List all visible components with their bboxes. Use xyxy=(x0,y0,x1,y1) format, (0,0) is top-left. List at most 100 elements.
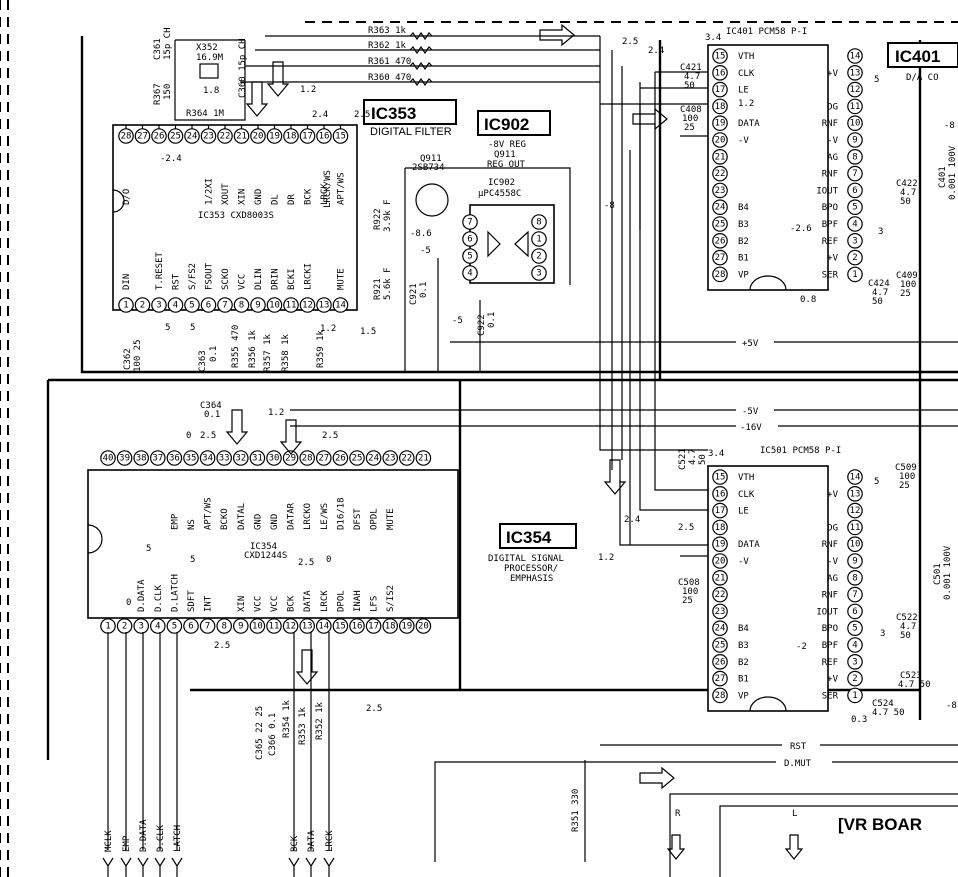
ic401-pin-right-5-circle xyxy=(847,132,863,148)
ic354-bottom-label-10: VCC xyxy=(270,596,280,612)
ic353-pin-bottom-0: 1 xyxy=(118,297,134,313)
ic501-right-label-1: +V xyxy=(827,490,838,500)
r352-label: R352 1k xyxy=(315,701,325,740)
ic401-pin-left-13-number: 28 xyxy=(715,270,726,280)
ic353-bottom-label-9: DRIN xyxy=(271,268,281,290)
v-2-5-d: 2.5 xyxy=(322,431,338,441)
v-3-b: 3 xyxy=(880,629,885,639)
ic401-left-label-2: LE xyxy=(738,86,749,96)
r355-label: R355 470 xyxy=(231,325,241,368)
ic354-pin-bottom-7-number: 8 xyxy=(221,622,226,632)
v-2-5-f: 2.5 xyxy=(214,641,230,651)
connector-latch: LATCH xyxy=(173,825,183,852)
ic353-pin-bottom-6-number: 7 xyxy=(222,301,227,311)
ic501-pin-right-6-number: 8 xyxy=(852,573,857,583)
ic353-pin-bottom-4-circle xyxy=(184,297,200,313)
ic353-pin-bottom-3-circle xyxy=(167,297,184,313)
ic354-pin-top-18-circle xyxy=(398,450,415,466)
ic353-pin-bottom-7-number: 8 xyxy=(239,301,244,311)
ic401-pin-right-13-number: 1 xyxy=(852,270,857,280)
ic501-pin-right-4-circle xyxy=(847,536,863,552)
c362-value: 100 25 xyxy=(133,339,143,372)
ic501-pin-right-12: 2 xyxy=(847,670,863,687)
ic501-pin-left-2: 17 xyxy=(712,502,728,519)
ic354-bottom-label-17: S/IS2 xyxy=(386,585,396,612)
ic354-pin-top-18: 22 xyxy=(398,450,415,466)
ic501-pin-left-10-circle xyxy=(712,637,728,653)
ic353-pin-top-10-number: 18 xyxy=(286,132,297,142)
ic353-pin-bottom-13-circle xyxy=(332,297,349,313)
v-1-2-a: 1.2 xyxy=(738,99,754,109)
hollow-arrow-up-2 xyxy=(245,81,269,117)
ic353-pin-bottom-0-circle xyxy=(118,297,134,313)
ic501-pin-right-13-circle xyxy=(847,687,863,704)
ic354-pin-bottom-17-circle xyxy=(382,618,398,634)
vr-board-r: R xyxy=(675,809,681,819)
ic353-bottom-label-3: RST xyxy=(172,273,182,290)
ic354-pin-bottom-1-circle xyxy=(116,618,133,634)
ic354-pin-bottom-18: 19 xyxy=(398,618,415,634)
ic501-right-label-6: AG xyxy=(827,574,838,584)
ic354-pin-top-14-number: 26 xyxy=(335,454,346,464)
ic354-pin-bottom-7: 8 xyxy=(216,618,232,634)
ic353-pin-top-6-number: 22 xyxy=(220,132,231,142)
ic401-left-label-0: VTH xyxy=(738,52,754,62)
ic902-pin-left-0-circle xyxy=(462,214,478,230)
ic401-pin-right-10-number: 4 xyxy=(852,220,857,230)
ic354-pin-bottom-4: 5 xyxy=(166,618,183,634)
ic501-pin-right-10-circle xyxy=(847,637,863,653)
ic354-pin-bottom-16-number: 17 xyxy=(368,622,379,632)
ic902-supply-wire xyxy=(405,167,571,285)
ic501-pin-right-5-circle xyxy=(847,553,863,569)
ic902-pin-right-1-number: 1 xyxy=(536,235,541,245)
ic401-pin-left-2: 17 xyxy=(712,81,728,98)
ic354-pin-bottom-14-number: 15 xyxy=(335,622,346,632)
ic353-pin-bottom-5: 6 xyxy=(200,297,217,313)
ic354-pin-top-2: 38 xyxy=(133,450,149,466)
ic401-pin-right-5-number: 9 xyxy=(852,136,857,146)
v-5-f: 5 xyxy=(190,555,195,565)
ic401-pin-left-11: 26 xyxy=(712,233,728,249)
ic354-pin-bottom-19-number: 20 xyxy=(418,622,429,632)
ic401-pin-right-6-circle xyxy=(847,149,863,165)
ic902-pin-left-1-number: 6 xyxy=(467,235,472,245)
ic401-pin-left-4: 19 xyxy=(712,115,728,131)
r361-label: R361 470 xyxy=(368,57,411,67)
vr-board-l: L xyxy=(792,809,797,819)
ic501-pin-right-7: 7 xyxy=(847,586,863,603)
ic354-pin-top-19-number: 21 xyxy=(418,454,429,464)
v18-label: 1.8 xyxy=(203,86,219,96)
ic501-pin-left-12: 27 xyxy=(712,670,728,687)
ic401-left-label-11: B2 xyxy=(738,237,749,247)
hollow-arrow-ic354-bottom xyxy=(295,649,319,685)
ic353-top-label-10: DR xyxy=(287,194,297,205)
ic501-right-label-13: SER xyxy=(822,691,839,701)
ic354-pin-top-19: 21 xyxy=(415,450,432,466)
ic501-pin-right-7-number: 7 xyxy=(852,590,857,600)
c522-voltage: 50 xyxy=(900,631,911,641)
ic354-pin-top-0-circle xyxy=(100,450,116,466)
ic401-pin-right-4-circle xyxy=(847,115,863,131)
ic401-pin-right-0: 14 xyxy=(847,48,863,64)
ic401-right-label-7: RNF xyxy=(822,170,838,180)
hollow-arrow-data xyxy=(632,107,668,131)
ic353-top-label-7: XIN xyxy=(238,189,248,205)
ic354-bottom-label-2: D.DATA xyxy=(137,579,147,612)
c408-value: 100 xyxy=(682,114,698,124)
ic401-pin-right-4: 10 xyxy=(847,115,863,131)
ic902-pin-left-0: 7 xyxy=(462,214,478,230)
ic354-title1: DIGITAL SIGNAL xyxy=(488,554,564,564)
ic354-pin-bottom-10: 11 xyxy=(266,618,282,634)
ic354-pin-top-1: 39 xyxy=(116,450,133,466)
ic354-pin-top-12: 28 xyxy=(299,450,315,466)
ic354-pin-top-16-number: 24 xyxy=(368,454,379,464)
ic353-pin-bottom-9-number: 10 xyxy=(269,301,280,311)
ic401-left-label-4: DATA xyxy=(738,119,760,129)
ic501-pin-right-0: 14 xyxy=(847,469,863,485)
ic501-pin-left-13-circle xyxy=(712,687,728,704)
c509-label: C509 xyxy=(895,463,917,473)
ic401-body xyxy=(707,44,829,291)
c521-value: 4.7 xyxy=(688,449,698,465)
ic354-part1: IC354 xyxy=(250,542,277,552)
